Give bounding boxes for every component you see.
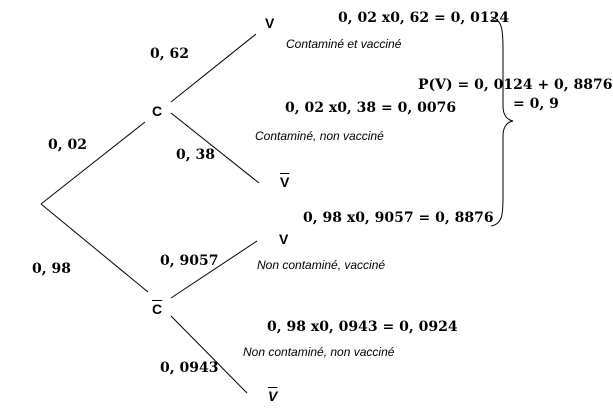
branch-root-c-bar [40,203,149,293]
total-line-2: = 0, 9 [513,96,559,112]
branch-c-v-bar [170,112,260,184]
branch-root-c [40,121,146,205]
product-cvbar: 0, 02 x0, 38 = 0, 0076 [285,100,457,116]
prob-c-v: 0, 62 [150,46,189,62]
desc-cv: Contaminé et vacciné [286,37,402,51]
total-line-1: P(V) = 0, 0124 + 0, 8876 [418,77,613,93]
branch-c-v [170,33,257,103]
product-cbarvbar: 0, 98 x0, 0943 = 0, 0924 [267,319,458,335]
node-v-top: V [265,15,275,31]
node-c: C [152,103,163,119]
node-c-bar: C [152,301,163,317]
node-v-bar-bottom: V [268,388,278,404]
node-v-bar-top: V [280,174,290,190]
branch-c-bar-v-bar [170,315,248,394]
desc-cvbar: Contaminé, non vacciné [255,129,384,143]
product-cbarv: 0, 98 x0, 9057 = 0, 8876 [303,210,494,226]
prob-root-c: 0, 02 [48,137,87,153]
desc-cbarv: Non contaminé, vacciné [257,258,386,272]
desc-cbarvbar: Non contaminé, non vacciné [243,345,395,359]
prob-root-c-bar: 0, 98 [32,261,71,277]
total-brace [490,16,514,227]
prob-c-bar-v: 0, 9057 [160,253,219,269]
branch-c-bar-v [170,240,258,299]
node-v-mid: V [279,231,289,247]
prob-c-v-bar: 0, 38 [176,147,215,163]
prob-c-bar-v-bar: 0, 0943 [160,360,219,376]
product-cv: 0, 02 x0, 62 = 0, 0124 [338,10,510,26]
